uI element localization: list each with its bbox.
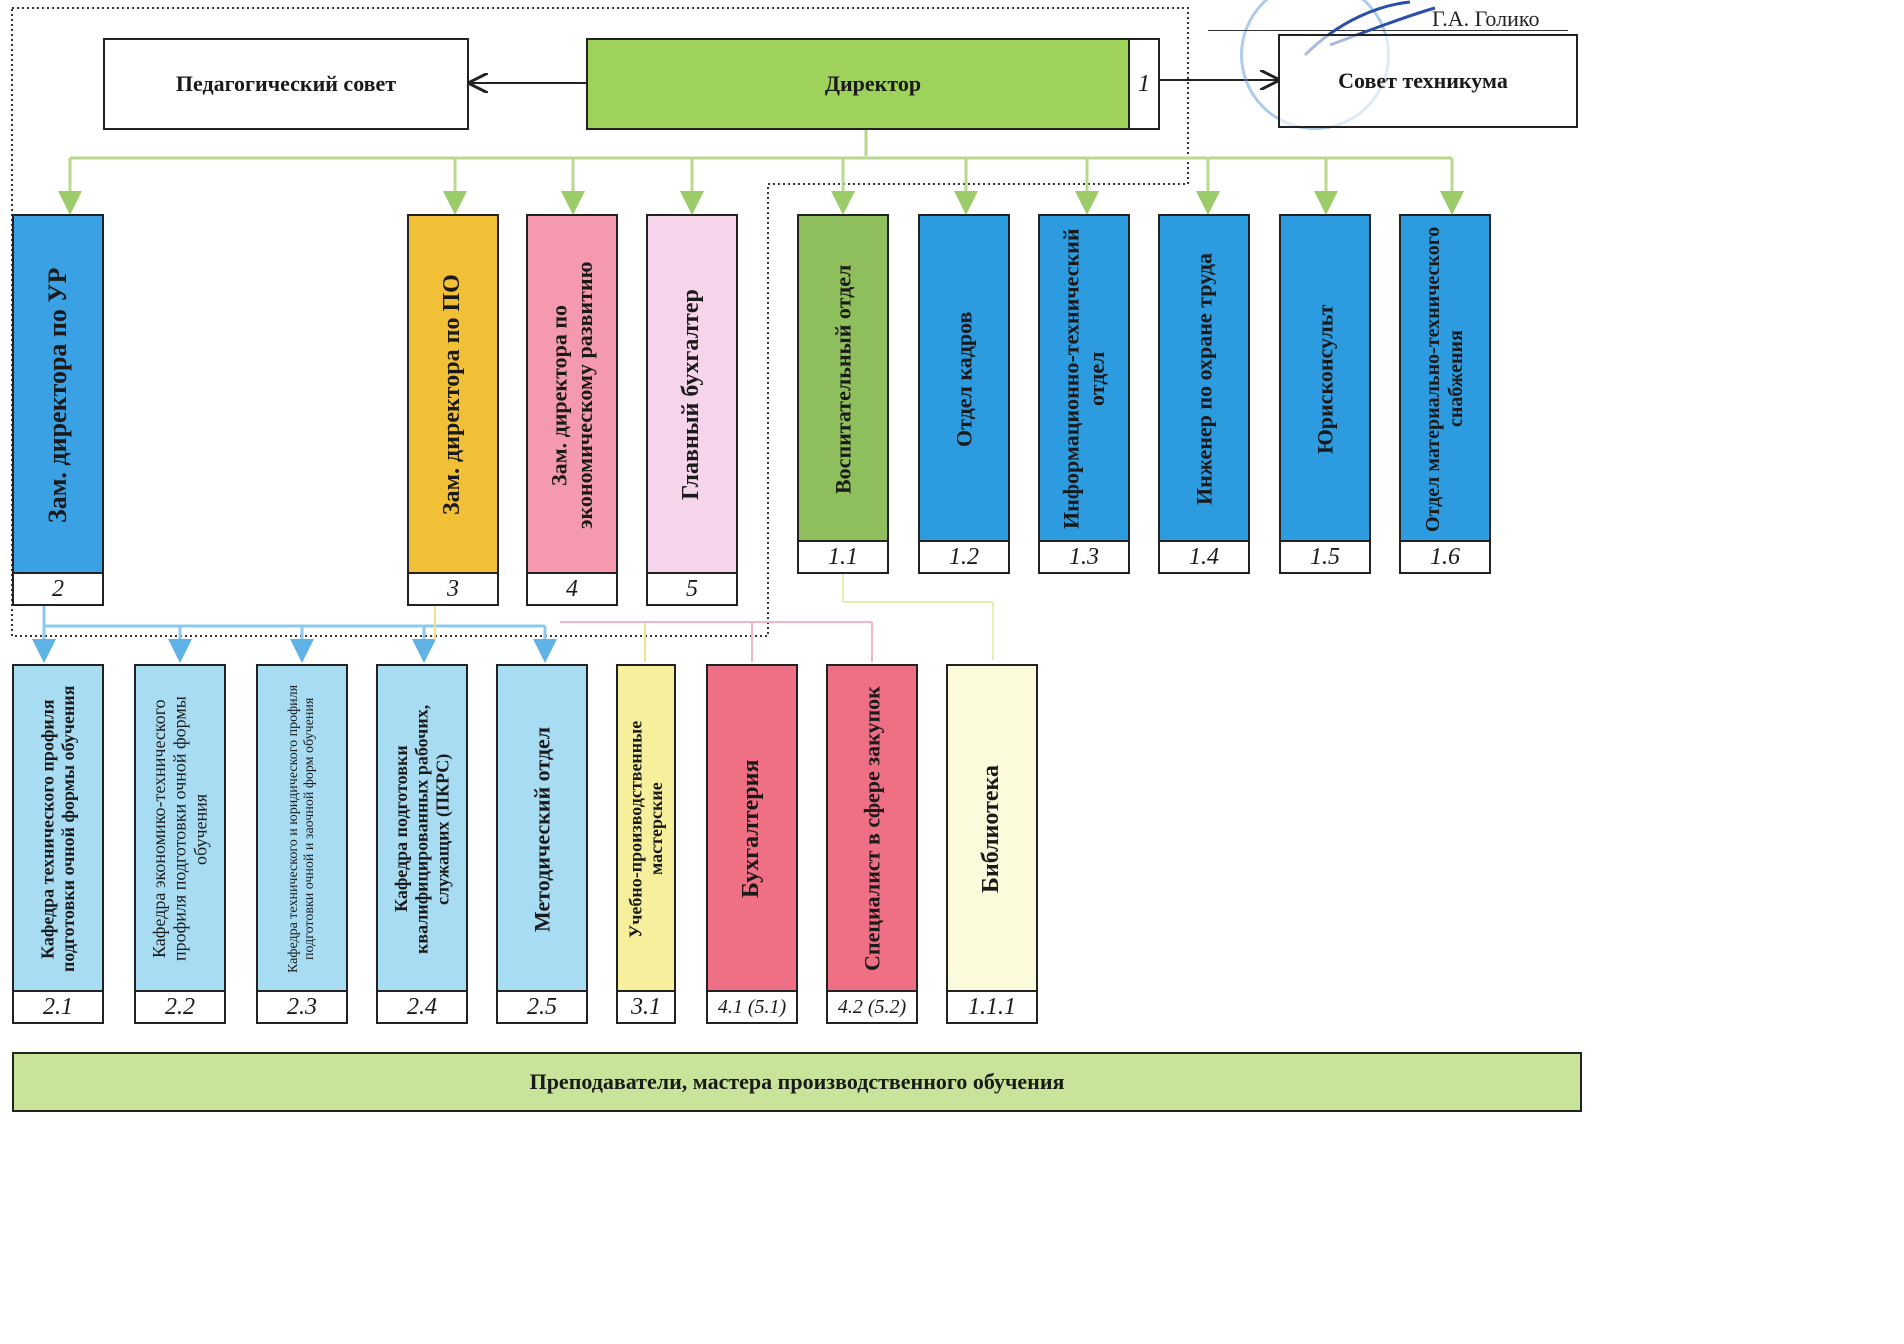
unit-accounting-box: Бухгалтерия 4.1 (5.1) <box>706 664 798 1024</box>
unit-library-number: 1.1.1 <box>948 990 1036 1022</box>
signature-line <box>1208 30 1568 31</box>
dept-supply-number: 1.6 <box>1401 540 1489 572</box>
pedagogical-council-label: Педагогический совет <box>175 71 397 96</box>
deputy-ur-box: Зам. директора по УР 2 <box>12 214 104 606</box>
deputy-ur-label: Зам. директора по УР <box>43 267 73 523</box>
dept-educational-label: Воспитательный отдел <box>830 264 856 494</box>
dept-educational-number: 1.1 <box>799 540 887 572</box>
deputy-econ-number: 4 <box>528 572 616 604</box>
dept-hr-box: Отдел кадров 1.2 <box>918 214 1010 574</box>
deputy-econ-label: Зам. директора по экономическому развити… <box>546 261 597 529</box>
dept-it-box: Информационно-технический отдел 1.3 <box>1038 214 1130 574</box>
dept-supply-label: Отдел материально-технического снабжения <box>1422 226 1467 532</box>
teachers-bar: Преподаватели, мастера производственного… <box>12 1052 1582 1112</box>
technikum-council-label: Совет техникума <box>1338 68 1508 93</box>
dept-legal-number: 1.5 <box>1281 540 1369 572</box>
unit-tech-legal-chair-box: Кафедра технического и юридического проф… <box>256 664 348 1024</box>
unit-pkrs-chair-box: Кафедра подготовки квалифицированных раб… <box>376 664 468 1024</box>
deputy-po-number: 3 <box>409 572 497 604</box>
teachers-label: Преподаватели, мастера производственного… <box>529 1069 1065 1094</box>
unit-library-label: Библиотека <box>978 765 1005 893</box>
unit-procurement-box: Специалист в сфере закупок 4.2 (5.2) <box>826 664 918 1024</box>
connector-lines <box>11 7 1464 663</box>
unit-procurement-label: Специалист в сфере закупок <box>859 686 885 972</box>
unit-econ-tech-chair-box: Кафедра экономико-технического профиля п… <box>134 664 226 1024</box>
technikum-council-box: Совет техникума <box>1278 34 1578 128</box>
director-number: 1 <box>1128 40 1158 128</box>
unit-workshops-label: Учебно-производственные мастерские <box>625 720 666 938</box>
chief-accountant-label: Главный бухгалтер <box>678 289 705 501</box>
unit-library-box: Библиотека 1.1.1 <box>946 664 1038 1024</box>
unit-technical-chair-label: Кафедра технического профиля подготовки … <box>37 685 78 973</box>
deputy-po-box: Зам. директора по ПО 3 <box>407 214 499 606</box>
unit-methodical-box: Методический отдел 2.5 <box>496 664 588 1024</box>
pedagogical-council-box: Педагогический совет <box>103 38 469 130</box>
dept-hr-label: Отдел кадров <box>951 311 977 447</box>
dept-legal-label: Юрисконсульт <box>1312 304 1338 454</box>
dept-hr-number: 1.2 <box>920 540 1008 572</box>
dept-safety-engineer-label: Инженер по охране труда <box>1191 253 1217 505</box>
dept-safety-engineer-number: 1.4 <box>1160 540 1248 572</box>
dept-it-number: 1.3 <box>1040 540 1128 572</box>
deputy-ur-number: 2 <box>14 572 102 604</box>
unit-accounting-label: Бухгалтерия <box>738 759 765 899</box>
unit-econ-tech-chair-label: Кафедра экономико-технического профиля п… <box>148 696 211 962</box>
unit-workshops-number: 3.1 <box>618 990 674 1022</box>
unit-econ-tech-chair-number: 2.2 <box>136 990 224 1022</box>
chief-accountant-number: 5 <box>648 572 736 604</box>
dept-safety-engineer-box: Инженер по охране труда 1.4 <box>1158 214 1250 574</box>
unit-pkrs-chair-number: 2.4 <box>378 990 466 1022</box>
chief-accountant-box: Главный бухгалтер 5 <box>646 214 738 606</box>
unit-accounting-number: 4.1 (5.1) <box>708 990 796 1022</box>
unit-technical-chair-number: 2.1 <box>14 990 102 1022</box>
unit-technical-chair-box: Кафедра технического профиля подготовки … <box>12 664 104 1024</box>
dept-supply-box: Отдел материально-технического снабжения… <box>1399 214 1491 574</box>
unit-pkrs-chair-label: Кафедра подготовки квалифицированных раб… <box>390 704 453 954</box>
unit-workshops-box: Учебно-производственные мастерские 3.1 <box>616 664 676 1024</box>
unit-tech-legal-chair-number: 2.3 <box>258 990 346 1022</box>
dept-it-label: Информационно-технический отдел <box>1058 228 1109 530</box>
director-box: Директор 1 <box>586 38 1160 130</box>
signature-name: Г.А. Голико <box>1432 6 1540 31</box>
dept-educational-box: Воспитательный отдел 1.1 <box>797 214 889 574</box>
dept-legal-box: Юрисконсульт 1.5 <box>1279 214 1371 574</box>
unit-tech-legal-chair-label: Кафедра технического и юридического проф… <box>285 684 317 974</box>
unit-procurement-number: 4.2 (5.2) <box>828 990 916 1022</box>
unit-methodical-number: 2.5 <box>498 990 586 1022</box>
deputy-econ-box: Зам. директора по экономическому развити… <box>526 214 618 606</box>
deputy-po-label: Зам. директора по ПО <box>439 274 466 516</box>
director-label: Директор <box>824 71 922 96</box>
unit-methodical-label: Методический отдел <box>529 726 555 932</box>
